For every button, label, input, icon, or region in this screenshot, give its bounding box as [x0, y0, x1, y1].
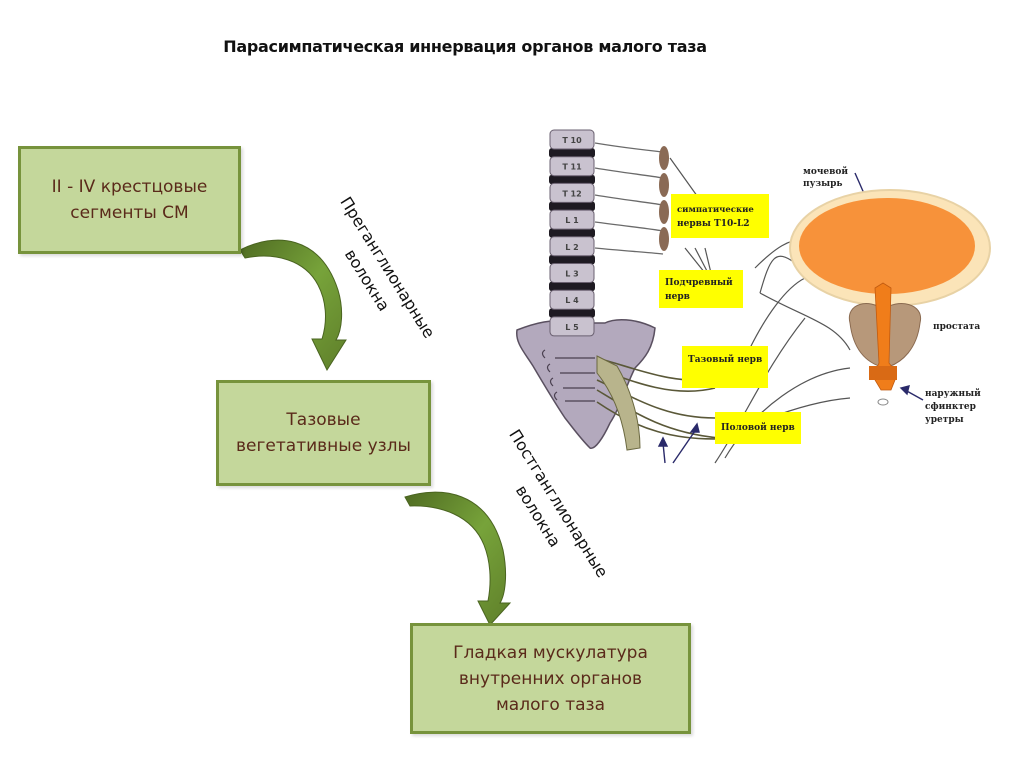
- label-sympathetic-line1: симпатические: [677, 205, 754, 215]
- vertebra: [549, 289, 595, 310]
- vertebra-label: L 4: [565, 296, 579, 305]
- label-pudendal-nerve: Половой нерв: [715, 412, 801, 444]
- box-sacral-segments-line2: сегменты СМ: [70, 203, 189, 223]
- box-sacral-segments-line1: II - IV крестцовые: [51, 177, 208, 197]
- sacrum: [516, 318, 656, 449]
- label-pelvic-nerve: Тазовый нерв: [682, 346, 768, 388]
- label-sympathetic-line2: нервы T10-L2: [677, 219, 750, 229]
- vertebra: [549, 236, 595, 257]
- intervertebral-disc: [549, 228, 595, 238]
- label-sympathetic-nerves: симпатические нервы T10-L2: [671, 194, 769, 238]
- vertebra: [549, 209, 595, 230]
- box-pelvic-ganglia-line1: Тазовые: [286, 410, 361, 430]
- label-bladder-line2: пузырь: [803, 179, 843, 189]
- urethra-opening: [877, 398, 889, 406]
- label-sphincter-line2: сфинктер: [925, 402, 976, 412]
- intervertebral-disc: [549, 201, 595, 212]
- vertebra-label: T 10: [562, 136, 582, 145]
- vertebra-label: L 5: [565, 323, 579, 332]
- box-sacral-segments: II - IV крестцовые сегменты СМ: [18, 146, 241, 254]
- label-pudendal-text: Половой нерв: [721, 422, 795, 433]
- intervertebral-disc: [549, 308, 595, 318]
- label-hypogastric-line1: Подчревный: [665, 277, 733, 288]
- vertebra: [549, 263, 595, 283]
- vertebra-label: L 3: [565, 270, 578, 279]
- page-title: Парасимпатическая иннервация органов мал…: [0, 37, 1024, 56]
- vertebra-label: T 12: [562, 189, 581, 198]
- vertebra: [549, 316, 595, 337]
- vertebra-label: L 2: [565, 243, 578, 252]
- intervertebral-disc: [549, 281, 595, 292]
- intervertebral-disc: [549, 254, 595, 265]
- sacral-foramina: [541, 349, 595, 402]
- box-smooth-muscle-line3: малого таза: [495, 694, 606, 715]
- sympathetic-chain: [594, 142, 721, 274]
- page-title-text: Парасимпатическая иннервация органов мал…: [223, 37, 707, 56]
- intervertebral-disc: [549, 174, 595, 185]
- vertebra-label: T 11: [562, 163, 582, 172]
- vertebra: [549, 182, 595, 203]
- external-sphincter: [869, 366, 897, 380]
- box-smooth-muscle-line2: внутренних органов: [458, 668, 643, 689]
- label-hypogastric-nerve: Подчревный нерв: [659, 270, 743, 308]
- arrow-preganglionic: [239, 239, 347, 372]
- label-sphincter-line3: уретры: [925, 415, 964, 425]
- box-pelvic-ganglia-line2: вегетативные узлы: [236, 436, 411, 456]
- sciatic-trunk: [596, 355, 641, 451]
- anatomy-illustration: T 10 T 11 T 12 L 1 L 2 L 3 L 4 L 5: [516, 129, 991, 464]
- vertebra: [549, 156, 595, 177]
- label-pelvic-text: Тазовый нерв: [688, 354, 762, 365]
- vertebra: [549, 129, 595, 150]
- box-pelvic-ganglia: Тазовые вегетативные узлы: [216, 380, 431, 486]
- vertebra-label: L 1: [565, 216, 579, 225]
- box-smooth-muscle: Гладкая мускулатура внутренних органов м…: [410, 623, 691, 734]
- label-sphincter-line1: наружный: [925, 388, 981, 399]
- label-hypogastric-line2: нерв: [665, 292, 690, 302]
- label-bladder-line1: мочевой: [803, 166, 848, 177]
- intervertebral-disc: [549, 148, 595, 158]
- bladder: [799, 198, 975, 294]
- label-prostate: простата: [933, 322, 980, 332]
- arrow-postganglionic: [404, 491, 512, 626]
- box-smooth-muscle-line1: Гладкая мускулатура: [453, 642, 648, 663]
- spine: T 10 T 11 T 12 L 1 L 2 L 3 L 4 L 5: [549, 129, 595, 337]
